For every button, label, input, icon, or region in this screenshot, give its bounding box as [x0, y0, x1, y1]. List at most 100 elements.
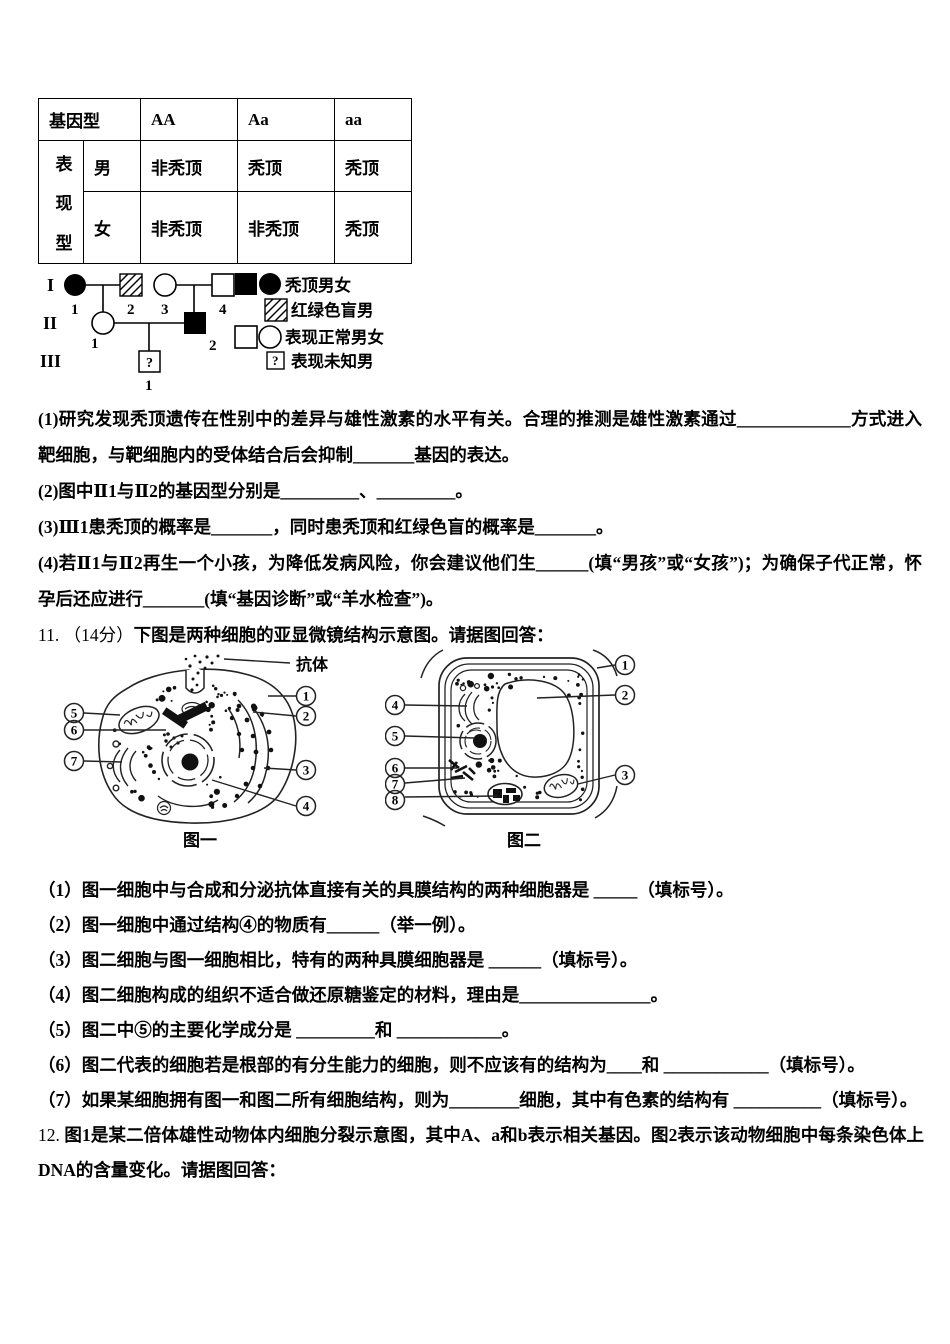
figure1-callout-lines — [83, 695, 297, 807]
q11-intro: 下图是两种细胞的亚显微镜结构示意图。请据图回答： — [133, 625, 554, 645]
pedigree-II1-number: 1 — [91, 336, 99, 352]
cell-sex-male: 男 — [83, 139, 141, 193]
fig2-callout-5: 5 — [392, 729, 399, 744]
cell-female-AA: 非秃顶 — [140, 191, 238, 264]
golgi-icon — [458, 682, 481, 725]
cell-female-aa: 秃顶 — [334, 191, 412, 264]
cell-membrane — [98, 668, 297, 824]
pedigree-III1-number: 1 — [145, 378, 153, 394]
mitochondrion-icon — [543, 773, 579, 799]
legend-open-circle-icon — [258, 325, 282, 349]
q11-part3: （3）图二细胞与图一细胞相比，特有的两种具膜细胞器是 ______（填标号）。 — [38, 950, 638, 970]
q10-part4: (4)若Ⅱ1与Ⅱ2再生一个小孩，为降低发病风险，你会建议他们生______(填“… — [38, 553, 922, 609]
legend-filled-square-icon — [235, 273, 257, 295]
cell-col-AA: AA — [140, 98, 238, 141]
q11-number: 11. — [38, 625, 60, 645]
fig1-callout-6: 6 — [71, 723, 78, 738]
q10-part1: (1)研究发现秃顶遗传在性别中的差异与雄性激素的水平有关。合理的推测是雄性激素通… — [38, 409, 922, 465]
cell-wall-inner — [444, 663, 594, 809]
q11-part1: （1）图一细胞中与合成和分泌抗体直接有关的具膜结构的两种细胞器是 _____（填… — [38, 880, 734, 900]
vacuole-icon — [496, 679, 575, 778]
cell-col-aa: aa — [334, 98, 412, 141]
legend-open-square-icon — [234, 325, 258, 349]
q10-part3: (3)Ⅲ1患秃顶的概率是_______，同时患秃顶和红绿色盲的概率是______… — [38, 517, 614, 537]
q11-part5: （5）图二中⑤的主要化学成分是 _________和 ____________。 — [38, 1020, 520, 1040]
legend-filled-circle-icon — [259, 273, 281, 295]
pedigree-I1-number: 1 — [71, 302, 79, 318]
fig2-callout-8: 8 — [392, 793, 399, 808]
legend-label-colorblind: 红绿色盲男 — [291, 300, 374, 320]
er-ribosome-mass — [448, 758, 476, 782]
pedigree-III1-question-square-icon — [138, 350, 161, 373]
cell-female-Aa: 非秃顶 — [237, 191, 335, 264]
fig2-callout-1: 1 — [622, 658, 629, 673]
pedigree-figure: I II III 1 2 3 4 1 2 ? 1 秃顶男女 红绿色盲男 表现正 — [40, 273, 384, 394]
figure2-callout-lines — [404, 664, 616, 798]
fig1-callout-1: 1 — [303, 689, 310, 704]
fig1-callout-3: 3 — [303, 763, 310, 778]
cell-col-Aa: Aa — [237, 98, 335, 141]
q11-part4: （4）图二细胞构成的组织不适合做还原糖鉴定的材料，理由是____________… — [38, 985, 668, 1005]
fig2-callout-3: 3 — [622, 768, 629, 783]
plastid-icon — [487, 782, 523, 806]
cytoplasm-stipple — [453, 672, 585, 802]
q11-part6: （6）图二代表的细胞若是根部的有分生能力的细胞，则不应该有的结构为____和 _… — [38, 1055, 865, 1075]
fig2-callout-2: 2 — [622, 688, 629, 703]
figure1-callouts: 1 2 3 4 5 6 7 — [63, 685, 317, 817]
nucleus-icon — [161, 733, 215, 787]
pedigree-I3-circle-icon — [153, 273, 177, 297]
secretion-pocket — [185, 670, 205, 694]
phenotype-vertical-label: 表 现 型 — [55, 155, 73, 253]
fig2-callout-7: 7 — [392, 777, 399, 792]
figure2-plant-cell: 1 2 3 4 5 6 7 8 图二 — [385, 649, 636, 850]
pedigree-I4-square-icon — [211, 273, 235, 297]
fig1-callout-4: 4 — [303, 799, 310, 814]
q10-part2: (2)图中Ⅱ1与Ⅱ2的基因型分别是_________、_________。 — [38, 481, 473, 501]
q12-intro: 图1是某二倍体雄性动物体内细胞分裂示意图，其中A、a和b表示相关基因。图2表示该… — [38, 1125, 924, 1180]
q11-part2: （2）图一细胞中通过结构④的物质有______（举一例）。 — [38, 915, 476, 935]
lysosome-icon — [156, 800, 172, 816]
pedigree-I1-filled-circle-icon — [64, 274, 86, 296]
pedigree-I3-number: 3 — [161, 302, 169, 318]
figure1-caption: 图一 — [183, 831, 217, 850]
generation-label-1: I — [47, 275, 54, 295]
pedigree-I4-number: 4 — [219, 302, 227, 318]
legend-label-bald: 秃顶男女 — [284, 275, 351, 295]
pedigree-II1-circle-icon — [91, 311, 115, 335]
question-11-parts-block: （1）图一细胞中与合成和分泌抗体直接有关的具膜结构的两种细胞器是 _____（填… — [38, 873, 924, 1188]
adjacent-cell-walls — [420, 649, 618, 827]
fig1-callout-7: 7 — [71, 754, 78, 769]
fig1-callout-5: 5 — [71, 706, 78, 721]
mitochondrion-icon — [118, 705, 160, 735]
er-ribosome-dots — [229, 703, 274, 799]
antibody-label: 抗体 — [296, 655, 329, 674]
legend-hatched-square-icon — [264, 298, 288, 322]
figure2-caption: 图二 — [507, 831, 541, 850]
cytoplasm-stipple — [112, 684, 264, 809]
cell-male-aa: 秃顶 — [334, 139, 412, 193]
pedigree-II2-filled-square-icon — [184, 312, 206, 334]
legend-question-square-icon — [266, 351, 285, 370]
antibody-callout-line — [223, 658, 291, 664]
pedigree-I2-hatched-square-icon — [119, 273, 143, 297]
legend-label-normal: 表现正常男女 — [285, 327, 384, 347]
cell-sex-female: 女 — [83, 191, 141, 264]
cell-genotype-header: 基因型 — [38, 98, 141, 141]
cell-male-AA: 非秃顶 — [140, 139, 238, 193]
fig2-callout-4: 4 — [392, 698, 399, 713]
figure2-callouts: 1 2 3 4 5 6 7 8 — [385, 654, 636, 811]
cell-phenotype-label: 表 现 型 — [38, 140, 84, 264]
pedigree-legend: 秃顶男女 红绿色盲男 表现正常男女 ? 表现未知男 — [234, 273, 384, 371]
question-10-block: (1)研究发现秃顶遗传在性别中的差异与雄性激素的水平有关。合理的推测是雄性激素通… — [38, 401, 922, 653]
pedigree-III1-question-mark: ? — [146, 356, 153, 371]
q12-number: 12. — [38, 1125, 60, 1145]
q12-heading: 12. 图1是某二倍体雄性动物体内细胞分裂示意图，其中A、a和b表示相关基因。图… — [38, 1118, 924, 1188]
q11-part7: （7）如果某细胞拥有图一和图二所有细胞结构，则为________细胞，其中有色素… — [38, 1090, 918, 1110]
q11-score: （14分） — [63, 625, 134, 645]
generation-label-2: II — [43, 313, 57, 333]
q11-heading: 11. （14分）下图是两种细胞的亚显微镜结构示意图。请据图回答： — [38, 617, 922, 653]
generation-label-3: III — [40, 351, 61, 371]
cell-wall-outer — [438, 657, 600, 815]
antibody-dots — [184, 654, 220, 692]
cell-male-Aa: 秃顶 — [237, 139, 335, 193]
